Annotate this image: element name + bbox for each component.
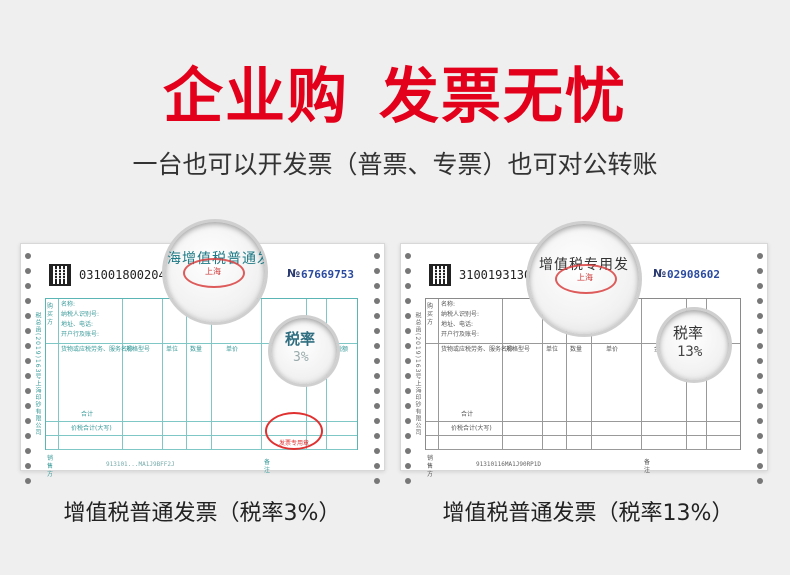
seller-label: 销售方 xyxy=(427,455,434,478)
seller-label: 销售方 xyxy=(47,455,54,478)
invoice-code: 3100193130 xyxy=(459,268,532,282)
tractor-holes-left xyxy=(401,244,415,484)
invoice-number: 67669753 xyxy=(301,268,354,281)
lens-stamp xyxy=(555,264,617,294)
col-spec: 规格型号 xyxy=(506,346,531,353)
field-address: 地址、电话: xyxy=(441,321,474,328)
invoice-code: 031001800204 xyxy=(79,268,166,282)
notes-label: 备注 xyxy=(264,459,271,474)
tractor-holes-right xyxy=(370,244,384,484)
magnifier-lens-icon: 增值税专用发 上海 xyxy=(529,224,639,334)
col-qty: 数量 xyxy=(190,346,203,353)
col-price: 单价 xyxy=(226,346,239,353)
total-words-label: 价税合计(大写) xyxy=(71,425,112,432)
magnifier-lens-icon: 税率 3% xyxy=(271,318,337,384)
qr-code-icon xyxy=(429,264,451,286)
field-taxid: 纳税人识别号: xyxy=(441,311,480,318)
lens-tax-rate-value: 3% xyxy=(293,350,309,365)
caption-normal-invoice: 增值税普通发票（税率3%） xyxy=(63,501,341,526)
invoice-seal: 发票专用章 xyxy=(265,412,323,450)
invoice-card-normal: 031001800204 № 67669753 税总函(2019)163号上海印… xyxy=(20,222,385,484)
col-tax: 税额 xyxy=(336,346,349,353)
headline-part1: 企业购 xyxy=(163,62,349,132)
lens-tax-rate-label: 税率 xyxy=(673,324,704,342)
field-bank: 开户行及账号: xyxy=(441,331,480,338)
total-words-label: 价税合计(大写) xyxy=(451,425,492,432)
col-spec: 规格型号 xyxy=(126,346,151,353)
notes-label: 备注 xyxy=(644,459,651,474)
lens-stamp-text: 上海 xyxy=(577,273,593,282)
invoice-card-special: 3100193130 № 02908602 税总函(2019)163号上海印钞有… xyxy=(400,224,768,484)
lens-tax-rate-label: 税率 xyxy=(285,330,316,348)
field-bank: 开户行及账号: xyxy=(61,331,100,338)
seller-taxid: 91310116MA1J90RP1D xyxy=(476,461,542,468)
headline-part2: 发票无忧 xyxy=(379,62,627,132)
side-print-text: 税总函(2019)163号上海印钞有限公司 xyxy=(414,312,421,437)
lens-stamp xyxy=(183,258,245,288)
field-name: 名称: xyxy=(441,301,456,308)
page-headline: 企业购发票无忧 xyxy=(0,48,790,135)
number-mark: № xyxy=(287,267,301,280)
side-print-text: 税总函(2019)163号上海印钞有限公司 xyxy=(34,312,41,437)
field-address: 地址、电话: xyxy=(61,321,94,328)
buyer-label: 购买方 xyxy=(427,303,434,326)
number-mark: № xyxy=(653,267,667,280)
magnifier-lens-icon: 海增值税普通发 上海 xyxy=(165,222,265,322)
magnifier-lens-icon: 税率 13% xyxy=(659,310,729,380)
page-subheadline: 一台也可以开发票（普票、专票）也可对公转账 xyxy=(132,150,658,179)
col-unit: 单位 xyxy=(166,346,179,353)
col-goods: 货物或应税劳务、服务名称 xyxy=(441,346,514,353)
col-unit: 单位 xyxy=(546,346,559,353)
tractor-holes-right xyxy=(753,244,767,484)
seller-taxid: 913101...MA1J9BFF2J xyxy=(106,461,175,468)
caption-special-invoice: 增值税普通发票（税率13%） xyxy=(442,501,734,526)
field-taxid: 纳税人识别号: xyxy=(61,311,100,318)
buyer-label: 购买方 xyxy=(47,303,54,326)
lens-stamp-text: 上海 xyxy=(205,267,221,276)
tractor-holes-left xyxy=(21,244,35,484)
col-qty: 数量 xyxy=(570,346,583,353)
col-price: 单价 xyxy=(606,346,619,353)
col-goods: 货物或应税劳务、服务名称 xyxy=(61,346,134,353)
field-name: 名称: xyxy=(61,301,76,308)
total-label: 合计 xyxy=(81,411,94,418)
seal-text: 发票专用章 xyxy=(278,440,309,447)
qr-code-icon xyxy=(49,264,71,286)
invoice-number: 02908602 xyxy=(667,268,720,281)
total-label: 合计 xyxy=(461,411,474,418)
lens-tax-rate-value: 13% xyxy=(677,344,703,360)
